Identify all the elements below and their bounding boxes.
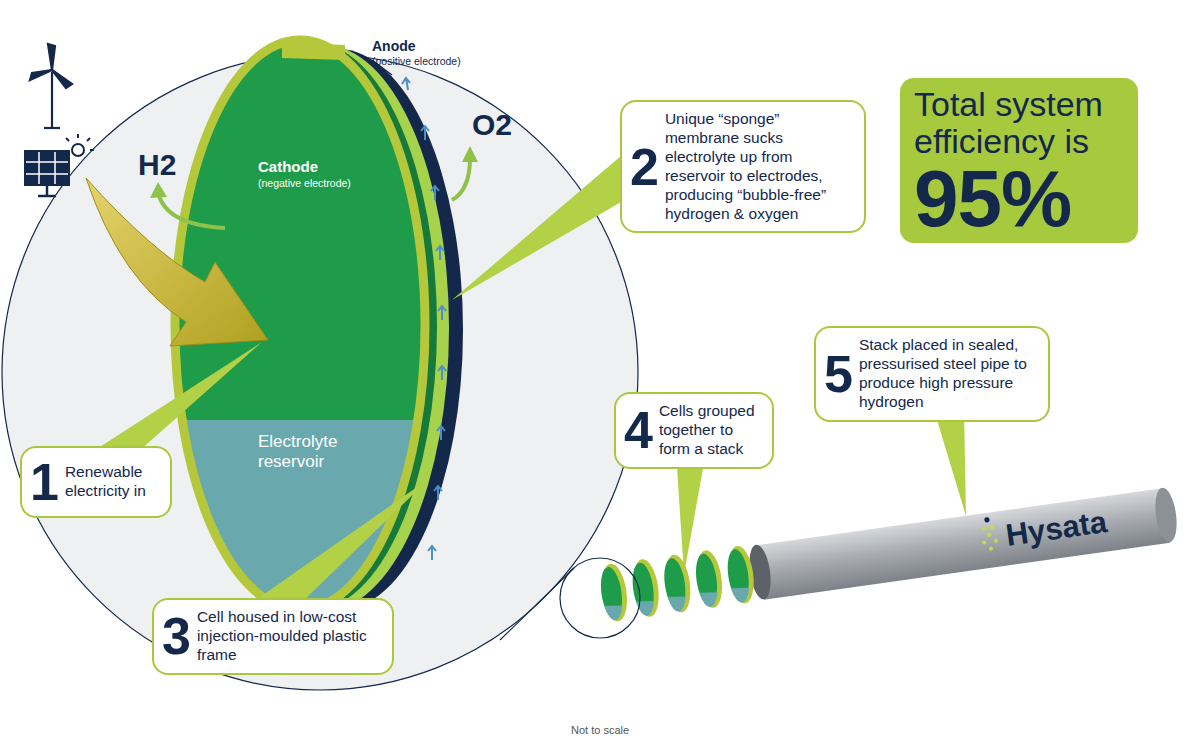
o2-arrow — [452, 158, 470, 200]
electricity-arrow — [86, 178, 268, 346]
callout-number: 1 — [30, 456, 59, 508]
gas-label: H2 — [138, 148, 176, 183]
callout-text: Cells grouped together to form a stack — [659, 402, 760, 459]
callout-box: 4Cells grouped together to form a stack — [614, 392, 774, 469]
zoom-line — [500, 568, 574, 640]
callout-box: 3Cell housed in low-cost injection-mould… — [152, 598, 394, 675]
efficiency-value: 95% — [914, 159, 1126, 239]
callout-number: 4 — [624, 404, 653, 456]
callout-box: 5Stack placed in sealed, pressurised ste… — [814, 326, 1050, 422]
part-label: Cathode — [258, 158, 318, 175]
wind-turbine-icon — [30, 44, 72, 128]
callout-text: Stack placed in sealed, pressurised stee… — [859, 336, 1036, 412]
stack-pipe — [598, 485, 1180, 623]
part-sublabel: (negative electrode) — [258, 177, 351, 189]
callout-text: Renewable electricity in — [65, 463, 158, 501]
callout-box: 1Renewable electricity in — [20, 446, 172, 518]
callout-box: 2Unique “sponge” membrane sucks electrol… — [620, 100, 866, 233]
note: Not to scale — [571, 724, 629, 737]
part-label: Anode — [372, 38, 416, 54]
efficiency-label: Total system efficiency is — [914, 86, 1126, 159]
callout-number: 2 — [630, 141, 659, 193]
part-label: Electrolyte reservoir — [258, 432, 370, 471]
flow-arrows — [402, 78, 446, 560]
zoom-circle — [560, 558, 640, 638]
callout-number: 3 — [162, 610, 191, 662]
callout-text: Unique “sponge” membrane sucks electroly… — [665, 110, 852, 223]
h2-arrow — [158, 192, 225, 228]
logo-text: Hysata — [1004, 504, 1110, 553]
efficiency-box: Total system efficiency is95% — [900, 78, 1138, 243]
h2-arrow-head — [150, 182, 167, 198]
o2-arrow-head — [462, 146, 478, 162]
callout-number: 5 — [824, 348, 853, 400]
solar-panel-icon — [24, 134, 94, 196]
gas-label: O2 — [472, 108, 512, 143]
callout-text: Cell housed in low-cost injection-moulde… — [197, 608, 380, 665]
part-sublabel: (positive electrode) — [372, 55, 461, 67]
